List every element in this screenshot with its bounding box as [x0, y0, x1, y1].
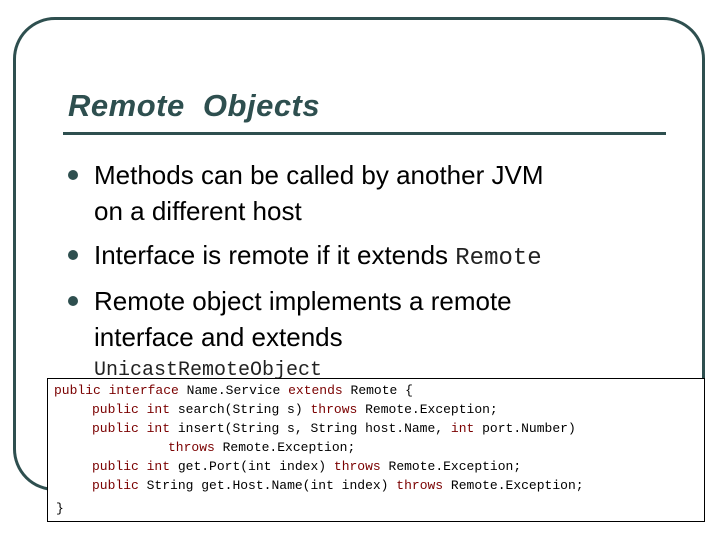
keyword: throws [333, 459, 381, 474]
bullet-3-code: UnicastRemoteObject [94, 359, 323, 382]
code-text: String [146, 478, 194, 493]
keyword: interface [108, 383, 179, 398]
title-underline [63, 132, 666, 135]
bullet-dot-2 [68, 250, 78, 260]
keyword: int [146, 402, 171, 417]
code-line-6: public String get.Host.Name(int index) t… [92, 476, 584, 495]
code-text: get.Port(int index) [177, 459, 327, 474]
keyword: throws [396, 478, 444, 493]
code-line-1: public interface Name.Service extends Re… [54, 381, 413, 400]
code-listing: public interface Name.Service extends Re… [47, 378, 705, 522]
code-text: Remote.Exception; [222, 440, 356, 455]
keyword: int [146, 421, 171, 436]
bullet-1-line-1: Methods can be called by another JVM [94, 160, 544, 190]
code-line-5: public int get.Port(int index) throws Re… [92, 457, 521, 476]
code-line-7: } [56, 501, 64, 516]
code-text: Name.Service [186, 383, 281, 398]
code-text: Remote { [350, 383, 413, 398]
code-text: Remote.Exception; [365, 402, 498, 417]
keyword: public [54, 383, 101, 398]
code-text: Remote.Exception; [388, 459, 522, 474]
slide-title: Remote Objects [68, 88, 321, 123]
code-text: get.Host.Name(int index) [201, 478, 389, 493]
keyword: extends [288, 383, 343, 398]
bullet-3-line-1: Remote object implements a remote [94, 286, 512, 316]
bullet-2: Interface is remote if it extends Remote [94, 236, 542, 278]
bullet-dot-1 [68, 170, 78, 180]
keyword: public [92, 402, 139, 417]
bullet-dot-3 [68, 296, 78, 306]
code-text: insert(String s, String host.Name, [177, 421, 444, 436]
bullet-2-code: Remote [455, 245, 542, 272]
keyword: int [146, 459, 171, 474]
keyword: public [92, 459, 139, 474]
bullet-2-text: Interface is remote if it extends [94, 240, 456, 270]
code-line-4: throws Remote.Exception; [168, 438, 355, 457]
code-text: port.Number) [482, 421, 576, 436]
code-line-2: public int search(String s) throws Remot… [92, 400, 498, 419]
keyword: public [92, 478, 139, 493]
code-text: Remote.Exception; [450, 478, 584, 493]
bullet-3-line-2: interface and extends [94, 322, 343, 352]
keyword: throws [310, 402, 358, 417]
keyword: public [92, 421, 139, 436]
bullet-1-line-2: on a different host [94, 196, 302, 226]
keyword: int [450, 421, 475, 436]
code-line-3: public int insert(String s, String host.… [92, 419, 576, 438]
code-text: search(String s) [177, 402, 303, 417]
keyword: throws [168, 440, 215, 455]
